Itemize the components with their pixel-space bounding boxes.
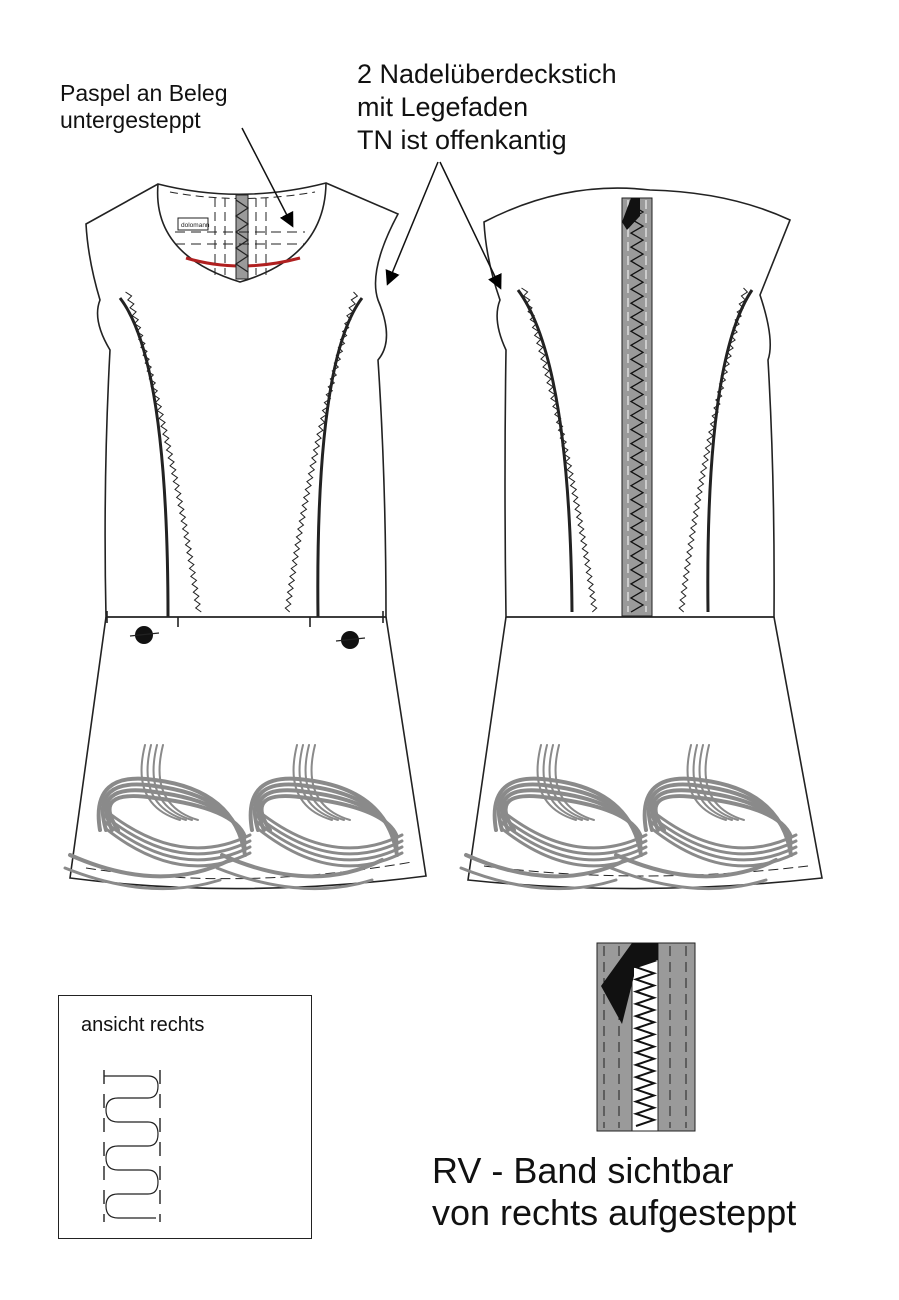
annotation-arrows <box>241 127 502 290</box>
embroidery-stroke <box>103 814 252 856</box>
embroidery-stroke <box>255 808 404 850</box>
embroidery-stroke <box>152 744 193 821</box>
embroidery-stroke <box>464 853 628 879</box>
embroidery-stroke <box>292 744 333 821</box>
embroidery-stroke <box>686 744 727 821</box>
embroidery-stroke <box>536 744 577 821</box>
coverstitch-annotation: 2 Nadelüberdeckstich mit Legefaden TN is… <box>357 59 617 155</box>
embroidery-stroke <box>259 794 399 839</box>
embroidery-stroke <box>649 808 798 850</box>
front-neckline <box>156 182 327 283</box>
embroidery-stroke <box>220 853 384 879</box>
embroidery-stroke <box>499 814 648 856</box>
embroidery-stroke <box>649 820 798 862</box>
embroidery-stroke <box>68 853 232 879</box>
embroidery-stroke <box>548 744 589 821</box>
back-skirt-outline <box>467 616 823 890</box>
embroidery-stroke <box>459 866 618 891</box>
embroidery-stroke <box>304 744 345 821</box>
embroidery-stroke <box>215 866 374 891</box>
embroidery-stroke <box>653 794 793 839</box>
embroidery-stroke <box>649 814 798 856</box>
zipper-detail <box>596 942 696 1132</box>
embroidery-stroke <box>649 826 798 868</box>
back-zipper-tape <box>621 197 653 617</box>
front-view: dolomann <box>69 182 427 890</box>
embroidery-stroke <box>103 820 252 862</box>
embroidery-stroke <box>255 826 404 868</box>
embroidery-stroke <box>103 808 252 850</box>
brand-tag-text: dolomann <box>181 222 210 229</box>
front-coverstitch-right <box>284 291 359 613</box>
embroidery-stroke <box>310 744 351 821</box>
inset-stitch-diagram <box>103 1070 161 1222</box>
embroidery-stroke <box>255 814 404 856</box>
embroidery-stroke <box>698 744 739 821</box>
embroidery-stroke <box>542 744 583 821</box>
inset-right-side-view: ansicht rechts <box>58 995 312 1239</box>
embroidery-stroke <box>554 744 595 821</box>
embroidery-stroke <box>140 744 181 821</box>
embroidery-stroke <box>255 820 404 862</box>
hem-embroidery <box>63 744 798 891</box>
embroidery-stroke <box>499 808 648 850</box>
piping-annotation: Paspel an Beleg untergesteppt <box>60 80 228 133</box>
back-view <box>467 187 823 890</box>
front-bodice-outline <box>85 182 400 618</box>
embroidery-stroke <box>146 744 187 821</box>
embroidery-stroke <box>609 866 768 891</box>
embroidery-stroke <box>158 744 199 821</box>
back-bodice-outline <box>483 187 792 618</box>
embroidery-stroke <box>704 744 745 821</box>
front-princess-seam-left <box>118 297 170 618</box>
embroidery-stroke <box>614 853 778 879</box>
embroidery-stroke <box>692 744 733 821</box>
embroidery-stroke <box>499 820 648 862</box>
embroidery-stroke <box>63 866 222 891</box>
embroidery-stroke <box>298 744 339 821</box>
zipper-tape-annotation: RV - Band sichtbar von rechts aufgestepp… <box>432 1150 797 1233</box>
front-coverstitch-left <box>125 291 202 613</box>
embroidery-stroke <box>503 794 643 839</box>
embroidery-stroke <box>107 794 247 839</box>
brand-tag <box>177 217 209 231</box>
inset-title: ansicht rechts <box>81 1014 205 1036</box>
front-princess-seam-right <box>316 297 364 618</box>
